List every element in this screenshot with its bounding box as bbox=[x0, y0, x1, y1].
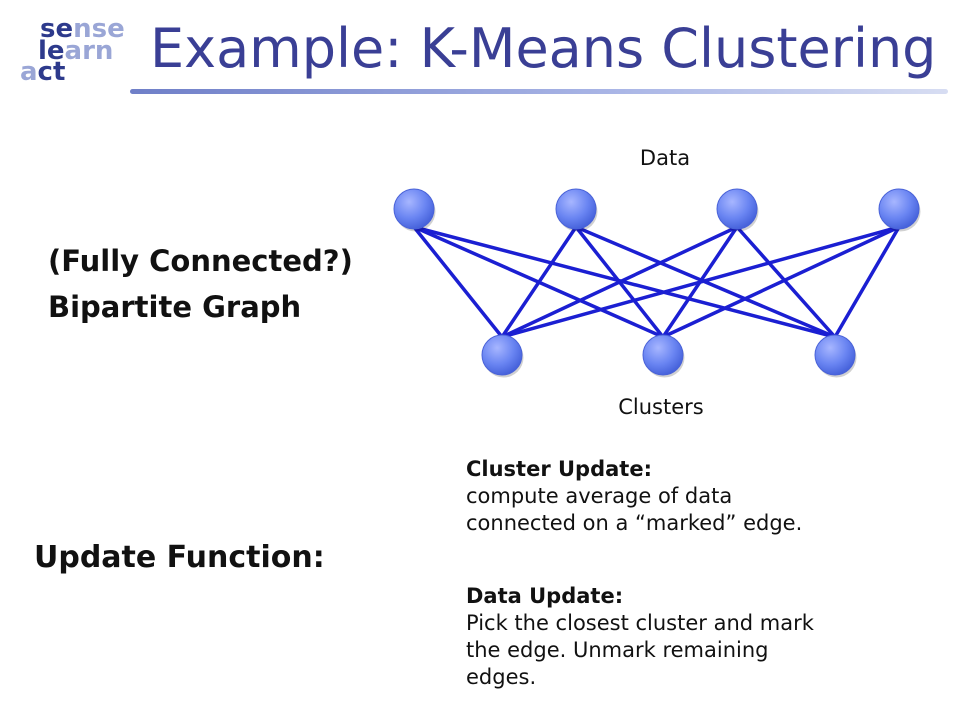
data-update-line-1: Pick the closest cluster and mark bbox=[466, 611, 814, 635]
logo-line-1: sense bbox=[40, 14, 125, 44]
cluster-update-block: Cluster Update: compute average of data … bbox=[466, 456, 802, 537]
data-node bbox=[393, 188, 436, 232]
graph-edges bbox=[412, 225, 901, 339]
update-function-label: Update Function: bbox=[34, 540, 325, 575]
fully-connected-label: (Fully Connected?) bbox=[48, 244, 353, 278]
data-node bbox=[716, 188, 759, 232]
cluster-update-line-1: compute average of data bbox=[466, 484, 733, 508]
logo-line-2: learn bbox=[38, 36, 114, 66]
cluster-update-line-2: connected on a “marked” edge. bbox=[466, 511, 803, 535]
cluster-node bbox=[481, 334, 524, 378]
clusters-label: Clusters bbox=[618, 395, 703, 419]
slide-title: Example: K-Means Clustering bbox=[150, 17, 937, 80]
data-update-line-3: edges. bbox=[466, 665, 537, 689]
graph-edge bbox=[661, 225, 901, 339]
sense-learn-act-logo: sense learn act bbox=[18, 16, 128, 86]
data-node bbox=[555, 188, 598, 232]
graph-edge bbox=[412, 225, 504, 339]
graph-edge bbox=[500, 225, 578, 339]
graph-edge bbox=[500, 225, 901, 339]
cluster-update-heading: Cluster Update: bbox=[466, 457, 652, 481]
data-label: Data bbox=[640, 146, 690, 170]
cluster-node bbox=[814, 334, 857, 378]
graph-edge bbox=[833, 225, 901, 339]
graph-edge bbox=[412, 225, 837, 339]
data-update-heading: Data Update: bbox=[466, 584, 624, 608]
logo-line-3: act bbox=[20, 57, 66, 87]
cluster-node bbox=[642, 334, 685, 378]
data-node bbox=[878, 188, 921, 232]
graph-edge bbox=[500, 225, 739, 339]
title-underline bbox=[130, 89, 948, 94]
bipartite-graph-label: Bipartite Graph bbox=[48, 290, 302, 324]
data-update-block: Data Update: Pick the closest cluster an… bbox=[466, 583, 814, 691]
graph-edge bbox=[735, 225, 837, 339]
graph-nodes bbox=[393, 188, 921, 378]
data-update-line-2: the edge. Unmark remaining bbox=[466, 638, 769, 662]
